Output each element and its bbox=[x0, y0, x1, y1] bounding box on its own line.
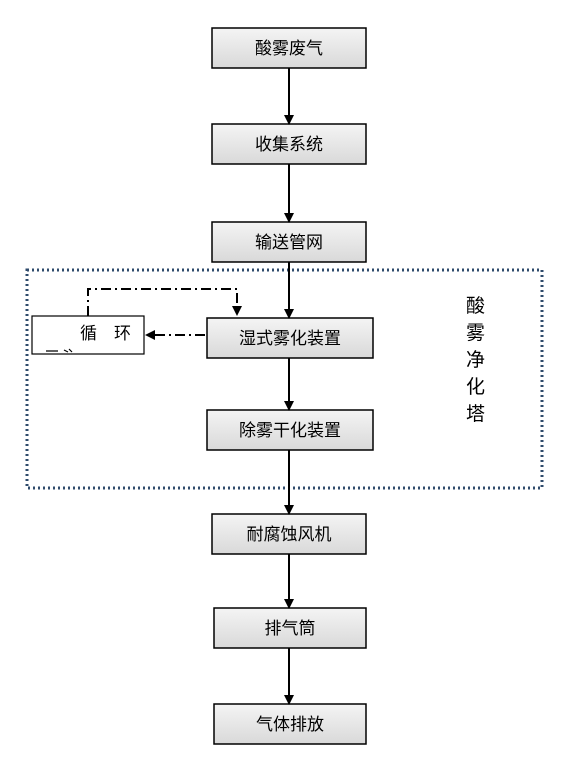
tower-label-char-3: 净 bbox=[466, 349, 485, 371]
step-box-3: 输送管网 bbox=[211, 221, 367, 263]
step-label-7: 排气筒 bbox=[265, 619, 316, 639]
step-label-2: 收集系统 bbox=[255, 135, 323, 155]
step-box-1: 酸雾废气 bbox=[211, 27, 367, 69]
loop-label-char-2: 环 bbox=[114, 324, 131, 344]
step-box-4: 湿式雾化装置 bbox=[206, 317, 374, 359]
step-label-5: 除雾干化装置 bbox=[239, 421, 341, 441]
tower-label-char-1: 酸 bbox=[466, 295, 485, 317]
tower-label-char-4: 化 bbox=[466, 376, 485, 398]
step-box-8: 气体排放 bbox=[213, 703, 367, 745]
clipped-glyph-fragment bbox=[46, 348, 73, 353]
step-box-5: 除雾干化装置 bbox=[206, 409, 374, 451]
step-label-4: 湿式雾化装置 bbox=[239, 329, 341, 349]
loop-supply-arrowhead bbox=[232, 306, 242, 316]
loop-box: 循 环 bbox=[31, 315, 145, 355]
step-box-7: 排气筒 bbox=[213, 607, 367, 649]
step-box-2: 收集系统 bbox=[211, 123, 367, 165]
step-box-6: 耐腐蚀风机 bbox=[211, 513, 367, 555]
step-label-6: 耐腐蚀风机 bbox=[247, 525, 332, 545]
loop-label-char-1: 循 bbox=[80, 324, 97, 344]
loop-supply-line bbox=[87, 288, 238, 316]
tower-label-char-5: 塔 bbox=[466, 403, 485, 425]
step-label-1: 酸雾废气 bbox=[255, 39, 323, 59]
step-label-8: 气体排放 bbox=[256, 715, 324, 735]
step-label-3: 输送管网 bbox=[255, 233, 323, 253]
tower-label-char-2: 雾 bbox=[466, 322, 485, 344]
tower-border bbox=[25, 268, 544, 490]
